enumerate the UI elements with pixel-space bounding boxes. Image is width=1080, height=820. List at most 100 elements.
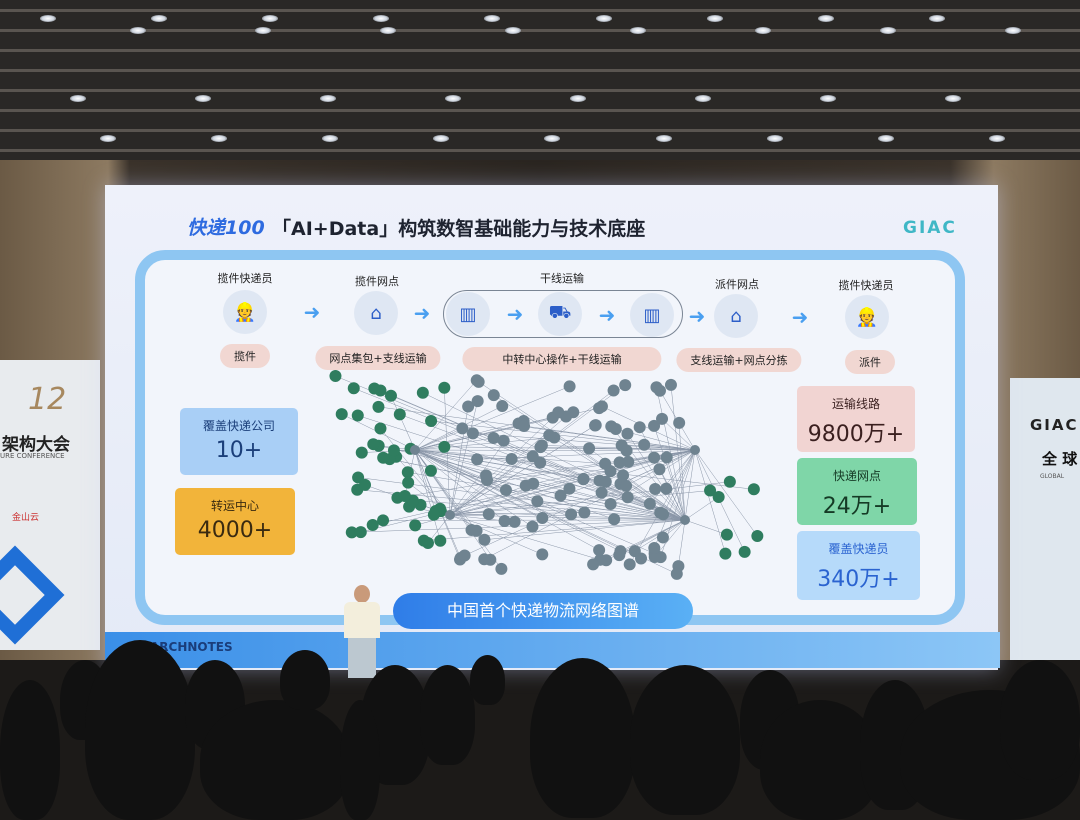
flow-step-label: 揽件网点 (355, 273, 399, 289)
stat-value: 340万+ (797, 561, 920, 593)
ceiling-light (820, 95, 836, 102)
graph-node (605, 498, 617, 510)
graph-caption-banner: 中国首个快递物流网络图谱 (393, 593, 693, 629)
ceiling-light (945, 95, 961, 102)
stat-value: 10+ (180, 438, 298, 463)
graph-edge (415, 450, 628, 497)
graph-node (724, 476, 736, 488)
ceiling-light (929, 15, 945, 22)
graph-node (399, 490, 411, 502)
stat-couriers: 覆盖快递员 340万+ (797, 531, 920, 600)
graph-edge (695, 450, 757, 536)
graph-node (459, 550, 471, 562)
sponsor-logo: 金山云 (12, 510, 39, 523)
graph-node (608, 513, 620, 525)
graph-node (445, 510, 455, 520)
flow-tag: 派件 (845, 350, 895, 374)
stat-value: 24万+ (797, 488, 917, 520)
audience-member (420, 665, 475, 765)
banner-subtitle: GLOBAL (1040, 473, 1064, 480)
graph-node (498, 435, 510, 447)
stat-value: 9800万+ (797, 416, 915, 448)
graph-node (638, 439, 650, 451)
graph-node (472, 395, 484, 407)
store-icon: ⌂ (714, 294, 758, 338)
graph-node (650, 381, 662, 393)
audience-member (340, 700, 380, 820)
flow-tag: 网点集包+支线运输 (315, 346, 440, 370)
ceiling-light (596, 15, 612, 22)
graph-node (348, 382, 360, 394)
graph-node (648, 542, 660, 554)
graph-node (648, 452, 660, 464)
audience-member (470, 655, 505, 705)
graph-node (527, 450, 539, 462)
graph-node (564, 380, 576, 392)
ceiling-light (320, 95, 336, 102)
ceiling-light (211, 135, 227, 142)
graph-node (356, 447, 368, 459)
graph-node (665, 379, 677, 391)
graph-node (713, 491, 725, 503)
graph-node (506, 453, 518, 465)
graph-node (374, 422, 386, 434)
graph-node (649, 483, 661, 495)
graph-node (608, 385, 620, 397)
flow-step-label: 干线运输 (540, 270, 584, 286)
stat-value: 4000+ (175, 518, 295, 543)
graph-node (478, 553, 490, 565)
ceiling-light (130, 27, 146, 34)
ceiling-light (767, 135, 783, 142)
ceiling-light (630, 27, 646, 34)
graph-node (620, 480, 632, 492)
graph-node (617, 469, 629, 481)
graph-node (402, 466, 414, 478)
store-icon: ⌂ (354, 291, 398, 335)
ceiling-light (100, 135, 116, 142)
speaker (338, 585, 386, 675)
right-conference-banner: GIAC 全 球 GLOBAL (1010, 378, 1080, 660)
arrow-right-icon: ➜ (599, 303, 616, 327)
truck-icon: ⛟ (538, 292, 582, 336)
graph-node (543, 429, 555, 441)
graph-node (578, 473, 590, 485)
arrow-right-icon: ➜ (414, 301, 431, 325)
ceiling-light (255, 27, 271, 34)
graph-node (488, 432, 500, 444)
flow-tag: 支线运输+网点分拣 (676, 348, 801, 372)
slide-title: 「AI+Data」构筑数智基础能力与技术底座 (272, 214, 645, 241)
ceiling-light (878, 135, 894, 142)
graph-node (565, 508, 577, 520)
courier-icon: 👷 (845, 295, 889, 339)
brand-shape (0, 546, 64, 645)
graph-node (496, 400, 508, 412)
graph-node (657, 531, 669, 543)
ceiling-light (695, 95, 711, 102)
graph-node (377, 452, 389, 464)
graph-node (739, 546, 751, 558)
audience-member (630, 665, 740, 815)
flow-tag: 揽件 (220, 344, 270, 368)
graph-node (425, 465, 437, 477)
graph-node (531, 495, 543, 507)
graph-node (590, 419, 602, 431)
stat-label: 覆盖快递公司 (180, 417, 298, 434)
graph-node (495, 563, 507, 575)
graph-node (329, 370, 341, 382)
graph-node (673, 417, 685, 429)
graph-node (377, 514, 389, 526)
graph-node (621, 445, 633, 457)
building-icon: ▥ (446, 292, 490, 336)
graph-node (352, 409, 364, 421)
ceiling-light (818, 15, 834, 22)
flow-tag: 中转中心操作+干线运输 (462, 347, 661, 371)
ceiling-light (544, 135, 560, 142)
graph-node (428, 509, 440, 521)
banner-subtitle: URE CONFERENCE (0, 452, 65, 460)
ceiling-light (755, 27, 771, 34)
graph-node (578, 506, 590, 518)
ceiling-light (70, 95, 86, 102)
graph-node (438, 382, 450, 394)
graph-node (336, 408, 348, 420)
ceiling (0, 0, 1080, 165)
